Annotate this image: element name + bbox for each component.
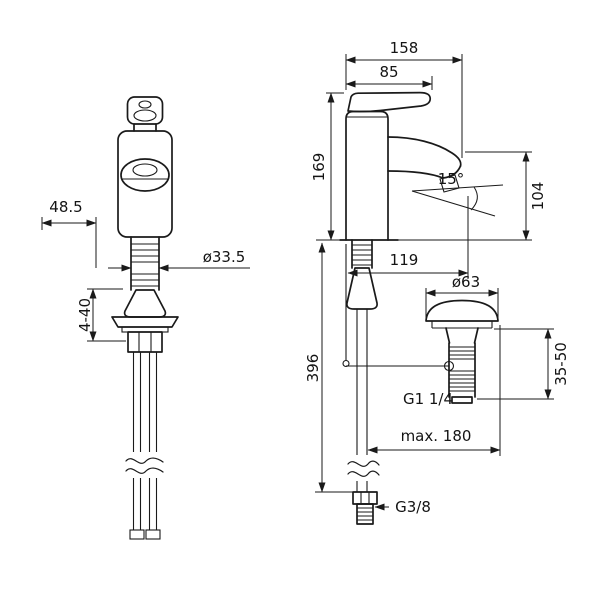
supply-connector <box>352 491 378 525</box>
dim-front-offset-label: 48.5 <box>49 198 82 216</box>
dimension-lines <box>41 54 554 511</box>
lever-side <box>347 91 432 113</box>
dim-max-rod-length-label: max. 180 <box>401 427 472 445</box>
faucet-body-side <box>345 110 389 241</box>
pop-up-waste <box>425 299 499 404</box>
threaded-shank-side <box>351 239 373 269</box>
supply-hoses-front <box>125 352 164 540</box>
pipe-break-symbol <box>125 457 164 464</box>
waste-tailpiece-cap <box>451 396 473 404</box>
dim-total-width-label: 158 <box>390 39 419 57</box>
dim-waste-thread-label: G1 1/4 <box>403 390 453 408</box>
dim-deck-thickness-label: 4-40 <box>76 298 94 332</box>
aerator-outlet <box>439 174 460 193</box>
dim-shank-diameter-label: ø33.5 <box>203 248 246 266</box>
dim-supply-thread-label: G3/8 <box>395 498 431 516</box>
supply-hose-side <box>347 309 380 492</box>
waste-dome-cap <box>425 299 499 322</box>
mounting-nut-front <box>127 331 163 353</box>
dim-spout-angle-label: 15° <box>438 170 465 188</box>
faucet-front-view <box>111 96 179 540</box>
lever-knob-front <box>126 96 164 125</box>
cone-clamp-side <box>346 267 378 310</box>
dim-waste-flange-diameter-label: ø63 <box>452 273 480 291</box>
dim-waste-clamp-range-label: 35-50 <box>552 342 570 386</box>
dimension-labels: 48.5 ø33.5 4-40 158 85 169 15° 104 119 ø… <box>49 39 570 516</box>
washer-front <box>111 316 179 328</box>
faucet-body-front <box>117 130 173 238</box>
dim-spout-reach-label: 119 <box>390 251 419 269</box>
spout-side <box>387 136 462 193</box>
pipe-break-symbol <box>347 460 380 467</box>
dim-spout-height-label: 104 <box>529 182 547 211</box>
dim-under-deck-length-label: 396 <box>304 354 322 383</box>
dim-body-height-label: 169 <box>310 153 328 182</box>
dim-lever-length-label: 85 <box>379 63 398 81</box>
threaded-shank-front <box>130 236 160 291</box>
cone-clamp-front <box>123 289 167 318</box>
faucet-side-view <box>339 91 499 525</box>
